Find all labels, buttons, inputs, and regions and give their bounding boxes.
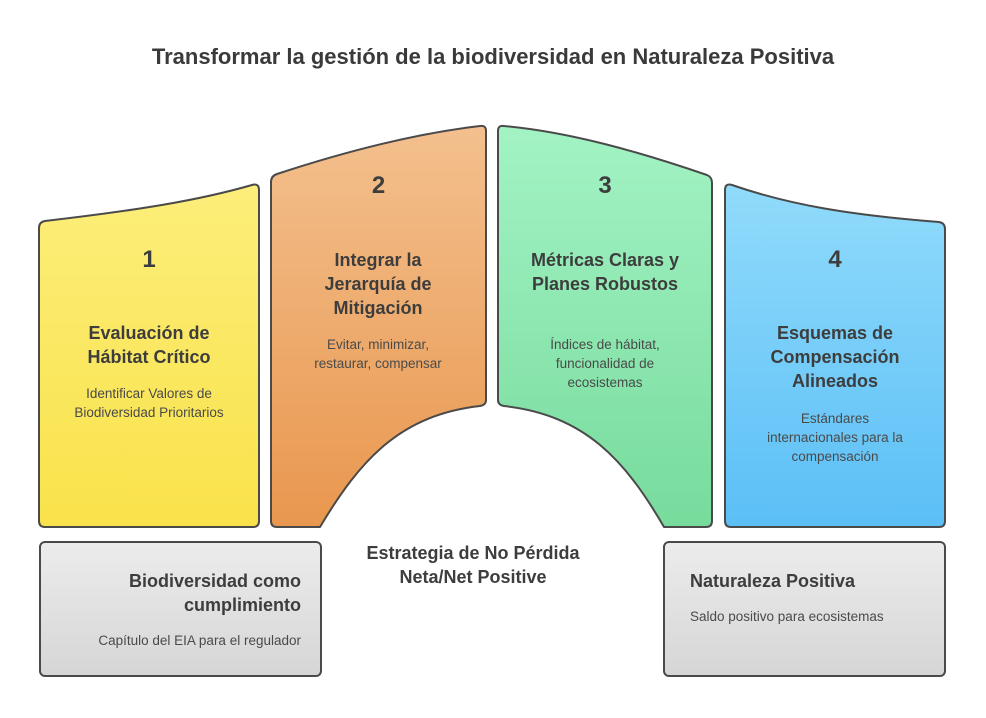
end-box: Naturaleza Positiva Saldo positivo para … xyxy=(663,541,946,677)
step-4-number: 4 xyxy=(828,246,842,273)
end-description: Saldo positivo para ecosistemas xyxy=(690,609,884,624)
step-2-shape xyxy=(270,124,487,528)
step-1-description: Identificar Valores de Biodiversidad Pri… xyxy=(74,386,224,420)
strategy-label: Estrategia de No Pérdida Neta/Net Positi… xyxy=(366,543,580,587)
step-2-heading: Integrar la Jerarquía de Mitigación xyxy=(324,250,432,318)
step-1-heading: Evaluación de Hábitat Crítico xyxy=(87,323,211,367)
step-3-number: 3 xyxy=(598,172,612,199)
step-1-shape xyxy=(38,183,260,528)
diagram-title: Transformar la gestión de la biodiversid… xyxy=(151,44,835,69)
step-3-shape xyxy=(497,124,713,528)
step-2-description: Evitar, minimizar, restaurar, compensar xyxy=(314,337,442,371)
step-3-description: Índices de hábitat, funcionalidad de eco… xyxy=(550,337,660,390)
end-heading: Naturaleza Positiva xyxy=(690,571,856,591)
start-heading: Biodiversidad como cumplimiento xyxy=(128,571,301,615)
step-1-number: 1 xyxy=(142,246,156,273)
step-4-shape xyxy=(724,183,946,528)
start-box: Biodiversidad como cumplimiento Capítulo… xyxy=(39,541,322,677)
step-4-description: Estándares internacionales para la compe… xyxy=(767,411,903,464)
start-description: Capítulo del EIA para el regulador xyxy=(98,633,301,648)
step-4-heading: Esquemas de Compensación Alineados xyxy=(770,323,900,391)
step-3-heading: Métricas Claras y Planes Robustos xyxy=(530,250,680,294)
step-2-number: 2 xyxy=(371,172,386,199)
